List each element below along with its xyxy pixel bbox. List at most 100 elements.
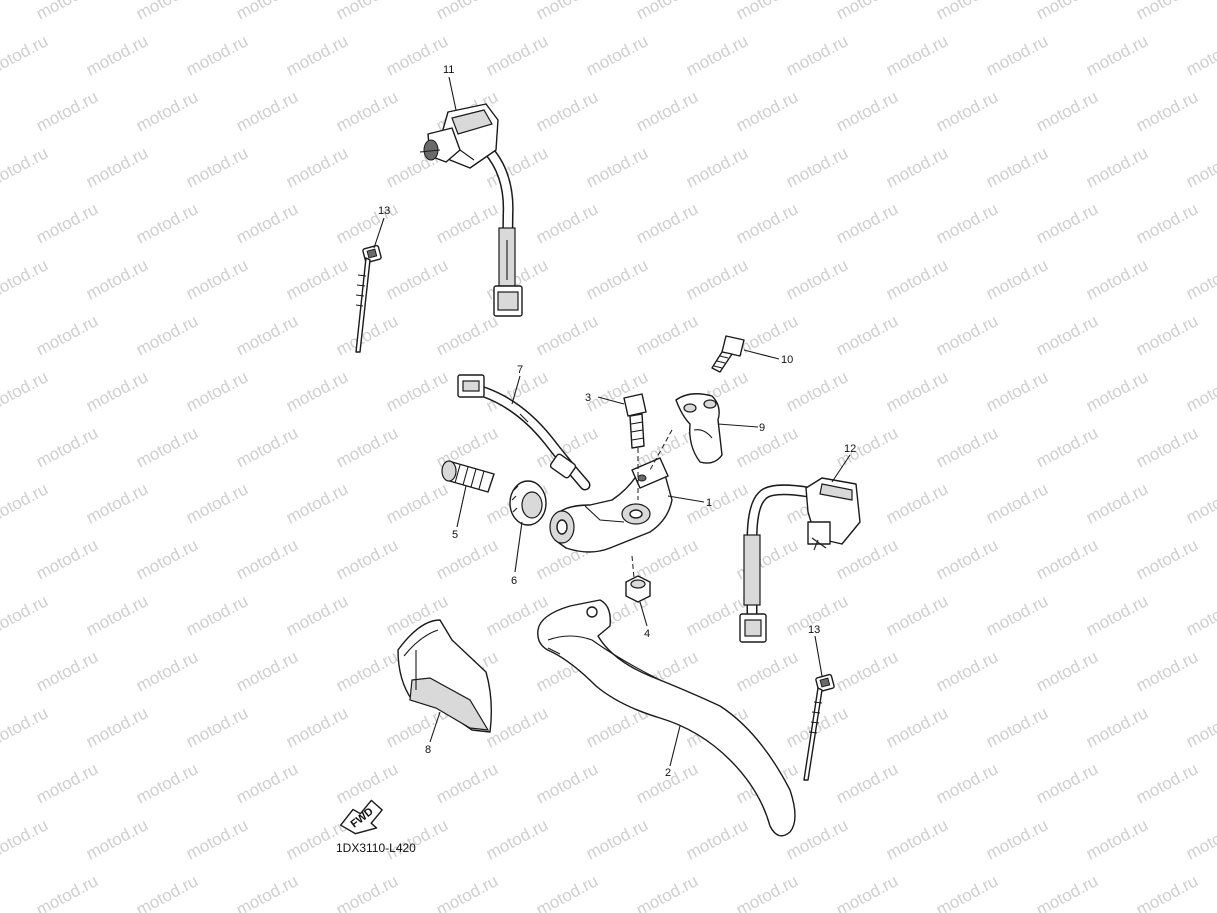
cable-tie-upper-icon[interactable] bbox=[355, 244, 382, 353]
watermark-text: motod.ru bbox=[283, 703, 351, 751]
callout-2: 2 bbox=[665, 767, 671, 779]
watermark-text: motod.ru bbox=[33, 759, 101, 807]
watermark-text: motod.ru bbox=[1033, 535, 1101, 583]
callout-10: 10 bbox=[781, 354, 793, 366]
watermark-text: motod.ru bbox=[0, 815, 51, 863]
bolt-icon[interactable] bbox=[623, 393, 647, 500]
watermark-text: motod.ru bbox=[783, 31, 851, 79]
watermark-text: motod.ru bbox=[733, 199, 801, 247]
watermark-text: motod.ru bbox=[633, 871, 701, 913]
watermark-text: motod.ru bbox=[283, 143, 351, 191]
watermark-text: motod.ru bbox=[733, 647, 801, 695]
watermark-text: motod.ru bbox=[83, 143, 151, 191]
watermark-text: motod.ru bbox=[483, 703, 551, 751]
watermark-text: motod.ru bbox=[133, 199, 201, 247]
watermark-text: motod.ru bbox=[333, 199, 401, 247]
watermark-text: motod.ru bbox=[0, 0, 1, 24]
watermark-text: motod.ru bbox=[333, 535, 401, 583]
watermark-text: motod.ru bbox=[283, 367, 351, 415]
watermark-text: motod.ru bbox=[0, 87, 1, 135]
watermark-text: motod.ru bbox=[533, 311, 601, 359]
watermark-text: motod.ru bbox=[433, 199, 501, 247]
watermark-text: motod.ru bbox=[0, 703, 51, 751]
watermark-text: motod.ru bbox=[883, 31, 951, 79]
callout-11: 11 bbox=[443, 64, 454, 76]
watermark-text: motod.ru bbox=[1083, 703, 1151, 751]
watermark-text: motod.ru bbox=[0, 871, 1, 913]
watermark-text: motod.ru bbox=[1083, 367, 1151, 415]
watermark-text: motod.ru bbox=[433, 535, 501, 583]
watermark-text: motod.ru bbox=[333, 0, 401, 24]
watermark-text: motod.ru bbox=[1133, 311, 1201, 359]
watermark-text: motod.ru bbox=[633, 87, 701, 135]
watermark-text: motod.ru bbox=[233, 647, 301, 695]
watermark-text: motod.ru bbox=[833, 87, 901, 135]
adjuster-icon[interactable] bbox=[441, 460, 495, 493]
watermark-text: motod.ru bbox=[1133, 423, 1201, 471]
watermark-text: motod.ru bbox=[1033, 647, 1101, 695]
watermark-text: motod.ru bbox=[983, 479, 1051, 527]
watermark-text: motod.ru bbox=[1183, 367, 1217, 415]
watermark-text: motod.ru bbox=[233, 199, 301, 247]
watermark-text: motod.ru bbox=[783, 255, 851, 303]
watermark-text: motod.ru bbox=[83, 367, 151, 415]
watermark-text: motod.ru bbox=[383, 31, 451, 79]
watermark-text: motod.ru bbox=[833, 311, 901, 359]
nut-icon[interactable] bbox=[625, 555, 651, 603]
watermark-text: motod.ru bbox=[183, 367, 251, 415]
watermark-text: motod.ru bbox=[83, 31, 151, 79]
watermark-text: motod.ru bbox=[1133, 0, 1201, 24]
watermark-text: motod.ru bbox=[0, 31, 51, 79]
watermark-text: motod.ru bbox=[983, 255, 1051, 303]
callout-6: 6 bbox=[511, 575, 517, 587]
watermark-text: motod.ru bbox=[1183, 143, 1217, 191]
watermark-text: motod.ru bbox=[583, 31, 651, 79]
watermark-text: motod.ru bbox=[633, 0, 701, 24]
handlebar-switch-left-icon[interactable] bbox=[419, 103, 523, 317]
watermark-text: motod.ru bbox=[133, 311, 201, 359]
callout-12: 12 bbox=[844, 443, 856, 455]
watermark-text: motod.ru bbox=[633, 311, 701, 359]
watermark-text: motod.ru bbox=[0, 647, 1, 695]
fwd-arrow-icon: FWD bbox=[339, 799, 383, 835]
watermark-text: motod.ru bbox=[1133, 199, 1201, 247]
lever-guard-icon[interactable] bbox=[397, 619, 493, 733]
watermark-text: motod.ru bbox=[1133, 87, 1201, 135]
watermark-text: motod.ru bbox=[1183, 31, 1217, 79]
clamp-icon[interactable] bbox=[649, 393, 723, 471]
watermark-text: motod.ru bbox=[0, 367, 51, 415]
watermark-text: motod.ru bbox=[233, 0, 301, 24]
watermark-text: motod.ru bbox=[83, 703, 151, 751]
lever-icon[interactable] bbox=[537, 599, 796, 837]
watermark-text: motod.ru bbox=[333, 87, 401, 135]
switch-wire-icon[interactable] bbox=[457, 374, 591, 491]
watermark-text: motod.ru bbox=[233, 759, 301, 807]
watermark-text: motod.ru bbox=[433, 759, 501, 807]
watermark-text: motod.ru bbox=[33, 87, 101, 135]
watermark-text: motod.ru bbox=[633, 535, 701, 583]
watermark-text: motod.ru bbox=[483, 31, 551, 79]
watermark-text: motod.ru bbox=[1083, 479, 1151, 527]
watermark-text: motod.ru bbox=[883, 703, 951, 751]
watermark-text: motod.ru bbox=[833, 871, 901, 913]
watermark-text: motod.ru bbox=[283, 479, 351, 527]
lever-holder-icon[interactable] bbox=[549, 457, 673, 553]
watermark-text: motod.ru bbox=[733, 0, 801, 24]
leader-lines bbox=[373, 76, 851, 767]
handlebar-switch-right-icon[interactable] bbox=[739, 477, 861, 643]
locknut-icon[interactable] bbox=[509, 480, 547, 526]
watermark-text: motod.ru bbox=[1133, 871, 1201, 913]
watermark-text: motod.ru bbox=[1033, 759, 1101, 807]
watermark-text: motod.ru bbox=[433, 871, 501, 913]
callout-7: 7 bbox=[517, 364, 523, 376]
watermark-text: motod.ru bbox=[1033, 423, 1101, 471]
clamp-bolt-icon[interactable] bbox=[711, 335, 745, 373]
watermark-text: motod.ru bbox=[333, 871, 401, 913]
watermark-text: motod.ru bbox=[883, 255, 951, 303]
watermark-text: motod.ru bbox=[1183, 479, 1217, 527]
watermark-text: motod.ru bbox=[1183, 815, 1217, 863]
cable-tie-lower-icon[interactable] bbox=[803, 673, 835, 781]
watermark-text: motod.ru bbox=[183, 31, 251, 79]
watermark-text: motod.ru bbox=[33, 311, 101, 359]
